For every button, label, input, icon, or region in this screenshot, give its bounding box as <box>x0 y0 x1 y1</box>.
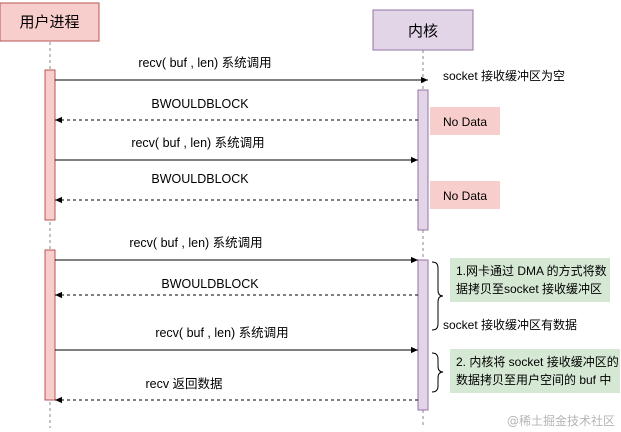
copy-note-line2: 数据拷贝至用户空间的 buf 中 <box>456 372 611 387</box>
message-3: recv( buf , len) 系统调用 <box>55 136 418 164</box>
message-2: BWOULDBLOCK <box>55 97 418 124</box>
dma-note-line2: 据拷贝至socket 接收缓冲区 <box>456 281 602 296</box>
no-data-label-2: No Data <box>443 189 487 203</box>
message-7: recv( buf , len) 系统调用 <box>55 326 418 354</box>
message-1: recv( buf , len) 系统调用 <box>55 56 428 84</box>
no-data-label-1: No Data <box>443 115 487 129</box>
user-process-label: 用户进程 <box>19 14 79 31</box>
message-4: BWOULDBLOCK <box>55 172 418 204</box>
dma-note-box: 1.网卡通过 DMA 的方式将数 据拷贝至socket 接收缓冲区 <box>450 258 610 302</box>
copy-note-box: 2. 内核将 socket 接收缓冲区的 数据拷贝至用户空间的 buf 中 <box>450 349 620 393</box>
no-data-box-2: No Data <box>430 181 500 209</box>
user-process-box: 用户进程 <box>0 2 100 42</box>
buffer-has-data-note: socket 接收缓冲区有数据 <box>443 317 577 332</box>
dma-note-line1: 1.网卡通过 DMA 的方式将数 <box>456 263 607 278</box>
bracket-2 <box>431 352 444 393</box>
message-2-label: BWOULDBLOCK <box>151 97 249 111</box>
message-8: recv 返回数据 <box>55 376 418 404</box>
message-3-label: recv( buf , len) 系统调用 <box>131 136 264 150</box>
kernel-activation-1 <box>417 89 429 231</box>
watermark: @稀土掘金技术社区 <box>507 413 615 428</box>
message-6: BWOULDBLOCK <box>55 277 418 299</box>
user-activation-1 <box>44 69 56 221</box>
message-7-label: recv( buf , len) 系统调用 <box>155 326 288 340</box>
kernel-buffer-empty-note: socket 接收缓冲区为空 <box>443 68 565 83</box>
message-8-label: recv 返回数据 <box>145 376 222 391</box>
kernel-activation-2 <box>417 259 429 411</box>
message-5-label: recv( buf , len) 系统调用 <box>129 236 262 250</box>
message-1-label: recv( buf , len) 系统调用 <box>138 56 271 70</box>
message-4-label: BWOULDBLOCK <box>151 172 249 186</box>
bracket-1 <box>431 261 444 331</box>
user-activation-2 <box>44 249 56 401</box>
no-data-box-1: No Data <box>430 107 500 135</box>
kernel-label: 内核 <box>408 23 438 40</box>
copy-note-line1: 2. 内核将 socket 接收缓冲区的 <box>456 354 619 369</box>
kernel-box: 内核 <box>372 9 474 51</box>
message-5: recv( buf , len) 系统调用 <box>55 236 418 264</box>
message-6-label: BWOULDBLOCK <box>161 277 259 291</box>
